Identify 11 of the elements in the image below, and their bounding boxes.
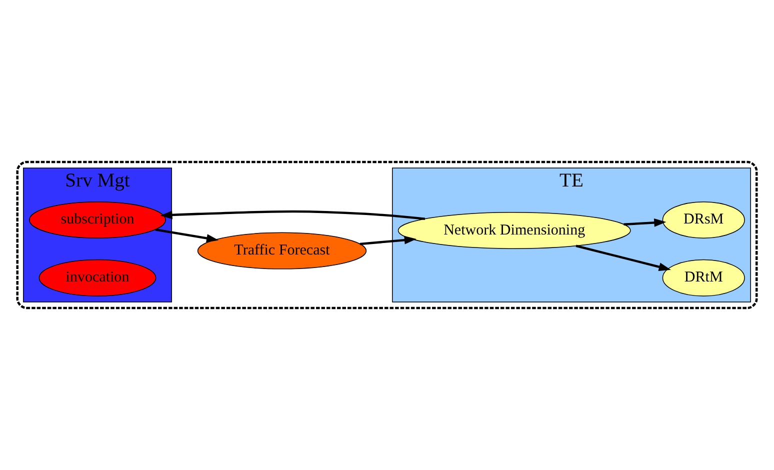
arrow [155,228,219,242]
cluster [16,160,758,310]
node-ellipse: DRtM [662,259,745,296]
arrow [624,218,666,227]
node-ellipse: DRsM [662,201,745,238]
node-ellipse: Network Dimensioning [398,212,631,249]
arrow [360,236,416,246]
arrow [576,244,671,271]
arrow [160,210,426,220]
node-ellipse: invocation [38,259,156,296]
node-ellipse: subscription [29,201,166,238]
